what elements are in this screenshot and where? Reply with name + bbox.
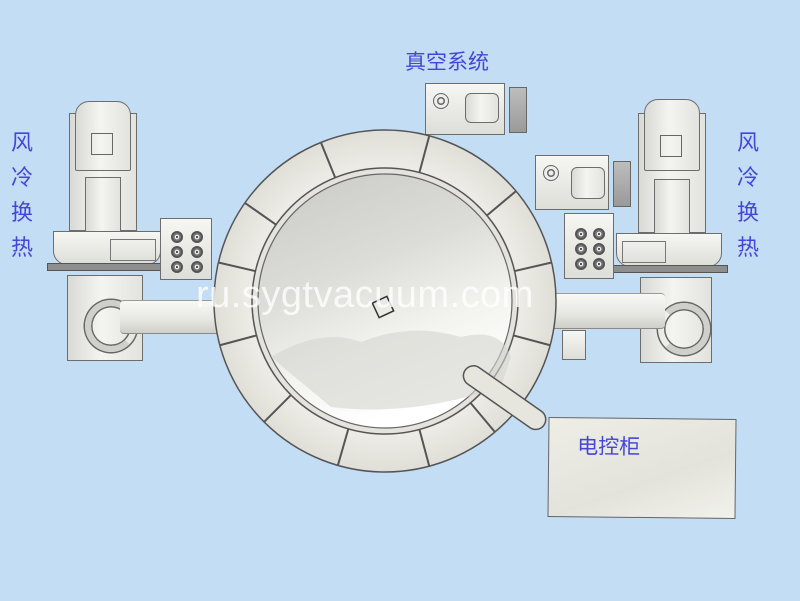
vacuum-system-label: 真空系统	[405, 50, 489, 74]
right-motor-nameplate	[660, 135, 682, 157]
left-duct-elbow	[85, 300, 137, 352]
connector-icon	[575, 228, 587, 240]
left-blower-flange	[47, 263, 167, 271]
left-motor-nameplate	[91, 133, 113, 155]
vacuum-chamber	[211, 127, 559, 475]
right-connecting-pipe	[545, 293, 665, 329]
right-blower-outlet	[622, 241, 666, 263]
vacuum-pump-top	[425, 83, 537, 135]
connector-icon	[593, 243, 605, 255]
connector-icon	[575, 243, 587, 255]
label-char: 冷	[736, 166, 759, 191]
label-char: 换	[10, 201, 33, 226]
left-blower-outlet	[110, 239, 156, 261]
center-bracket-icon	[371, 295, 395, 319]
label-char: 热	[10, 236, 33, 261]
left-motor	[75, 101, 131, 171]
connector-icon	[593, 258, 605, 270]
pump-end-cap	[509, 87, 527, 133]
right-junction-box	[564, 213, 614, 279]
pump-cylinder	[571, 167, 605, 199]
connector-icon	[171, 231, 183, 243]
right-heat-exchange-label: 风 冷 换 热	[733, 133, 763, 260]
right-blower-flange	[612, 265, 728, 273]
label-char: 热	[736, 236, 759, 261]
control-cabinet-label: 电控柜	[577, 434, 641, 459]
chamber-side-fitting	[562, 330, 586, 360]
left-connector-grid	[171, 231, 205, 273]
pump-end-cap	[613, 161, 631, 207]
connector-icon	[191, 231, 203, 243]
watermark: ru.sygtvacuum.com	[196, 274, 534, 316]
left-motor-shaft	[85, 177, 121, 233]
connector-icon	[191, 246, 203, 258]
door-handle	[462, 365, 547, 431]
label-char: 风	[736, 131, 759, 156]
right-connector-grid	[575, 228, 607, 270]
left-junction-box	[160, 218, 212, 280]
label-char: 冷	[10, 166, 33, 191]
right-motor-shaft	[654, 179, 690, 235]
left-heat-exchange-label: 风 冷 换 热	[7, 133, 37, 260]
connector-icon	[171, 261, 183, 273]
connector-icon	[575, 258, 587, 270]
control-cabinet: 电控柜	[547, 417, 737, 519]
label-char: 换	[736, 201, 759, 226]
connector-icon	[593, 228, 605, 240]
connector-icon	[171, 246, 183, 258]
right-duct-elbow	[658, 303, 710, 355]
vacuum-chamber-graphic	[213, 129, 557, 473]
pump-port-icon	[433, 93, 449, 109]
label-char: 风	[10, 131, 33, 156]
right-fan-cooling-assembly	[610, 95, 740, 435]
pump-cylinder	[465, 93, 499, 123]
left-fan-cooling-assembly	[45, 95, 225, 435]
connector-icon	[191, 261, 203, 273]
vacuum-pump-right	[535, 155, 635, 210]
pump-port-icon	[543, 165, 559, 181]
